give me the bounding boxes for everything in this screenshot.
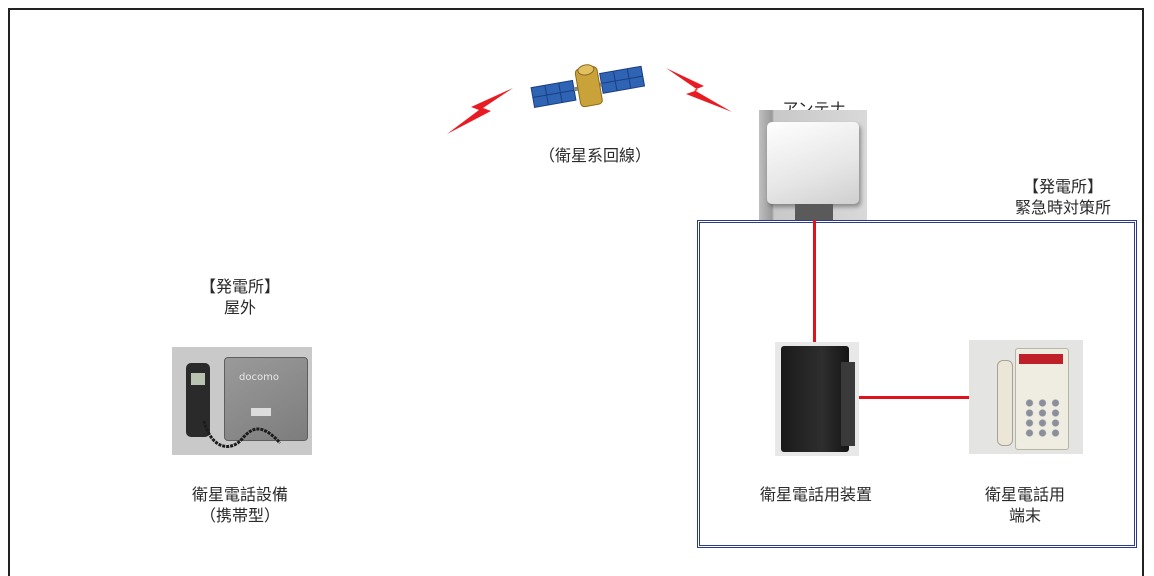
sat-phone-terminal-caption-2: 端末: [1008, 506, 1041, 525]
diagram-frame: [8, 8, 1144, 576]
portable-sat-phone-caption-2: （携帯型）: [199, 506, 280, 525]
emergency-office-box: [697, 220, 1137, 548]
sat-phone-unit-side: [841, 362, 855, 446]
sat-phone-unit-caption: 衛星電話用装置: [759, 485, 872, 504]
outdoor-heading-2: 屋外: [223, 298, 256, 317]
portable-sat-phone-caption-1: 衛星電話設備: [191, 485, 288, 504]
antenna-to-unit-wire: [813, 220, 816, 342]
sat-phone-terminal-photo: [969, 340, 1083, 454]
terminal-handset: [997, 360, 1013, 446]
portable-sat-phone-photo: docomo: [172, 347, 312, 455]
antenna-mount: [795, 204, 833, 220]
antenna-photo: [759, 110, 867, 220]
sat-phone-unit-photo: [775, 342, 859, 456]
sat-phone-terminal-caption-1: 衛星電話用: [984, 485, 1065, 504]
satellite-line-caption: （衛星系回線）: [538, 146, 651, 165]
antenna-panel: [767, 122, 859, 204]
satellite-icon: [530, 64, 646, 108]
lightning-left-icon: [447, 88, 513, 134]
lightning-right-icon: [666, 68, 732, 112]
terminal-keypad: [1023, 398, 1063, 438]
handset-cord: [202, 420, 282, 448]
emergency-office-heading-2: 緊急時対策所: [1014, 198, 1111, 217]
emergency-office-heading-1: 【発電所】: [1022, 177, 1103, 196]
base-sticker: [251, 408, 271, 416]
docomo-logo: docomo: [239, 372, 279, 383]
portable-handset: [186, 363, 210, 437]
handset-screen: [191, 373, 205, 385]
terminal-red-label: [1019, 354, 1063, 364]
sat-phone-unit-body: [781, 346, 849, 452]
outdoor-heading-1: 【発電所】: [199, 277, 280, 296]
portable-phone-base: docomo: [224, 357, 308, 441]
unit-to-terminal-wire: [855, 396, 970, 399]
